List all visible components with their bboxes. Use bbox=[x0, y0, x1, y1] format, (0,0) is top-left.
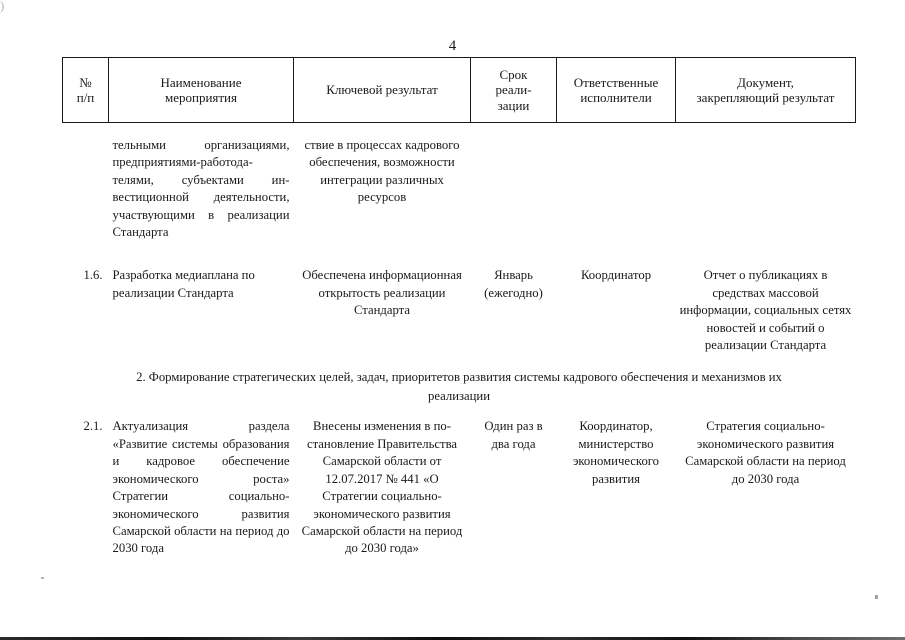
row-deadline bbox=[471, 137, 557, 241]
scan-speck-right bbox=[875, 595, 878, 599]
row-result: ствие в процессах кадро­вого обеспечения… bbox=[304, 138, 460, 205]
column-header-deadline-line3: зации bbox=[497, 97, 530, 113]
scan-bottom-edge bbox=[0, 637, 905, 640]
column-header-document-line2: закрепляющий результат bbox=[696, 90, 835, 105]
section-heading: 2. Формирование стратегических целей, за… bbox=[136, 370, 782, 404]
row-number: 2.1. bbox=[83, 419, 103, 434]
measures-table: № п/п Наименование мероприятия Ключевой … bbox=[62, 57, 856, 558]
row-document: Стратегия социально-экономического разви… bbox=[685, 419, 846, 486]
table-row: 1.6. Разработка медиаплана по реализации… bbox=[63, 267, 856, 354]
column-header-key-result-line1: Ключевой результат bbox=[326, 82, 438, 98]
column-header-number-line1: № bbox=[79, 74, 92, 90]
scan-speck-left bbox=[41, 577, 44, 579]
column-header-number-line2: п/п bbox=[76, 90, 95, 105]
scan-speck-center: ) bbox=[0, 0, 5, 13]
section-heading-row: 2. Формирование стратегических целей, за… bbox=[63, 354, 856, 418]
column-header-executors-line2: исполнители bbox=[580, 90, 652, 105]
column-header-deadline-line2: реали- bbox=[495, 82, 532, 98]
row-measure: Актуализация раздела «Развитие системы о… bbox=[112, 419, 290, 556]
column-header-measure-line1: Наименование bbox=[160, 74, 242, 90]
row-result: Обеспечена информаци­онная открытость ре… bbox=[302, 268, 462, 318]
row-measure: Разработка медиаплана по реализации Стан… bbox=[112, 268, 255, 300]
column-header-measure-line2: мероприятия bbox=[164, 90, 237, 105]
column-header-key-result: Ключевой результат bbox=[293, 57, 471, 123]
table-row: тельными организациями, предприятиями-ра… bbox=[63, 137, 856, 241]
row-number: 1.6. bbox=[83, 268, 103, 283]
row-result: Внесены изменения в по­становление Прави… bbox=[301, 419, 463, 556]
row-number bbox=[63, 137, 109, 241]
column-header-executors: Ответственные исполнители bbox=[556, 57, 676, 123]
column-header-document-line1: Документ, bbox=[737, 74, 794, 90]
row-gap-1-cell bbox=[63, 241, 856, 267]
row-executors: Координатор, министерство экономическо­г… bbox=[572, 419, 660, 486]
header-gap-row bbox=[63, 123, 856, 138]
row-deadline: Январь (ежегодно) bbox=[484, 268, 543, 300]
row-executors bbox=[557, 137, 676, 241]
column-header-deadline-line1: Срок bbox=[499, 66, 528, 82]
column-header-document: Документ, закрепляющий результат bbox=[675, 57, 856, 123]
row-document: Отчет о публикациях в средствах массовой… bbox=[679, 268, 852, 353]
column-header-executors-line1: Ответственные bbox=[573, 74, 659, 90]
row-gap-1 bbox=[63, 241, 856, 267]
row-measure: тельными организациями, предприятиями-ра… bbox=[112, 138, 290, 240]
column-header-deadline: Срок реали- зации bbox=[470, 57, 557, 123]
table-row: 2.1. Актуализация раздела «Развитие сист… bbox=[63, 418, 856, 557]
header-gap-cell bbox=[63, 123, 856, 138]
column-header-measure: Наименование мероприятия bbox=[108, 57, 294, 123]
row-deadline: Один раз в два года bbox=[484, 419, 543, 451]
page-number: 4 bbox=[448, 38, 457, 54]
column-header-number: № п/п bbox=[62, 57, 109, 123]
row-executors: Координатор bbox=[580, 268, 652, 283]
row-document bbox=[676, 137, 856, 241]
table-header-row: № п/п Наименование мероприятия Ключевой … bbox=[62, 57, 856, 123]
